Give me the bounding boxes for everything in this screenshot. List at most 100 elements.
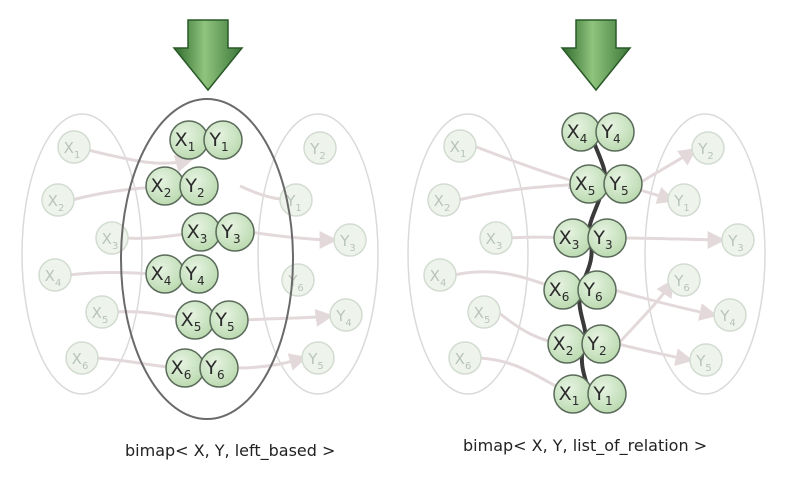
x-set-node-circle [95,221,129,255]
x-set-node-circle [467,295,501,329]
y-node-circle [595,112,635,152]
x-set-node-label: X1 [450,138,467,160]
y-node-label: Y2 [184,175,204,200]
x-set-node-label: X5 [92,304,109,326]
y-set-node-circle [301,341,335,375]
x-set-node-label: X3 [102,230,119,252]
y-set-node-circle [667,263,701,297]
relation-link [617,342,694,367]
x-node-label: X4 [151,263,172,288]
right-set-ellipse [257,113,379,395]
y-set-node-label: Y6 [673,272,690,294]
y-node-label: Y5 [214,309,234,334]
left-set-ellipse [407,113,529,395]
relation-link [637,147,697,186]
x-node-label: X1 [559,383,580,408]
y-node-label: Y4 [184,263,204,288]
y-node-label: Y2 [586,333,606,358]
y-set-node-label: Y4 [719,307,736,329]
y-set-node-label: Y5 [307,350,324,372]
x-set-node-label: X3 [486,230,503,252]
y-set-node-circle [713,298,747,332]
x-set-node-circle [57,130,91,164]
y-node-circle [203,120,243,160]
x-node-label: X6 [171,357,192,382]
relation-link [249,230,338,249]
x-set-node-circle [479,221,513,255]
relation-link [623,230,726,249]
relation-pair: X4 Y4 [145,254,219,294]
y-node-circle [209,300,249,340]
y-node-circle [581,324,621,364]
y-set-node-label: Y3 [339,232,356,254]
y-node-label: Y6 [582,279,602,304]
down-arrow-icon [560,19,632,92]
y-set-node-circle [691,131,725,165]
relation-link [235,353,308,371]
relation-pair: X5 Y5 [175,300,249,340]
y-set-node-circle [721,223,755,257]
relation-link [87,148,194,173]
y-node-label: Y1 [592,383,612,408]
y-set-node-label: Y2 [697,140,714,162]
y-set-node-circle [689,343,723,377]
x-set-node-label: X4 [45,267,62,289]
y-set-node-label: Y1 [673,192,690,214]
y-set-node-circle [303,131,337,165]
y-node-label: Y5 [608,173,628,198]
x-set-node-label: X4 [430,267,447,289]
x-set-node-circle [423,258,457,292]
y-set-node-circle [333,223,367,257]
x-set-node-label: X5 [474,304,491,326]
x-node-label: X6 [549,279,570,304]
y-node-circle [587,374,627,414]
y-node-circle [179,166,219,206]
relation-pair: X1 Y1 [169,120,243,160]
y-set-node-label: Y5 [695,352,712,374]
x-set-node-label: X6 [455,350,472,372]
x-set-node-circle [427,183,461,217]
left-set-ellipse [21,113,143,395]
y-set-node-circle [281,263,315,297]
right-set-ellipse [644,113,766,395]
x-set-node-label: X2 [48,192,65,214]
relation-link [639,186,676,204]
x-node-label: X5 [181,309,202,334]
y-set-node-circle [329,298,363,332]
x-set-node-circle [448,341,482,375]
x-node-label: X3 [559,227,580,252]
y-node-label: Y6 [204,357,224,382]
x-set-node-circle [85,295,119,329]
relation-set-ellipse [120,98,294,420]
y-node-label: Y3 [220,221,240,246]
x-node-label: X1 [175,129,196,154]
y-set-node-label: Y4 [335,307,352,329]
x-set-node-circle [65,341,99,375]
relation-link [243,308,334,327]
y-set-node-label: Y1 [285,192,302,214]
x-set-node-circle [443,129,477,163]
relation-link [473,144,588,190]
y-node-label: Y4 [600,121,620,146]
x-node-label: X4 [567,121,588,146]
relation-pair: X1 Y1 [553,374,627,414]
y-node-circle [603,164,643,204]
y-node-circle [215,212,255,252]
x-node-label: X2 [151,175,172,200]
relation-link [613,288,718,321]
down-arrow-icon [172,19,244,92]
left-caption: bimap< X, Y, left_based > [125,441,336,460]
x-set-node-label: X6 [72,350,89,372]
y-node-label: Y1 [208,129,228,154]
x-set-node-circle [41,183,75,217]
relation-pair: X4 Y4 [561,112,635,152]
